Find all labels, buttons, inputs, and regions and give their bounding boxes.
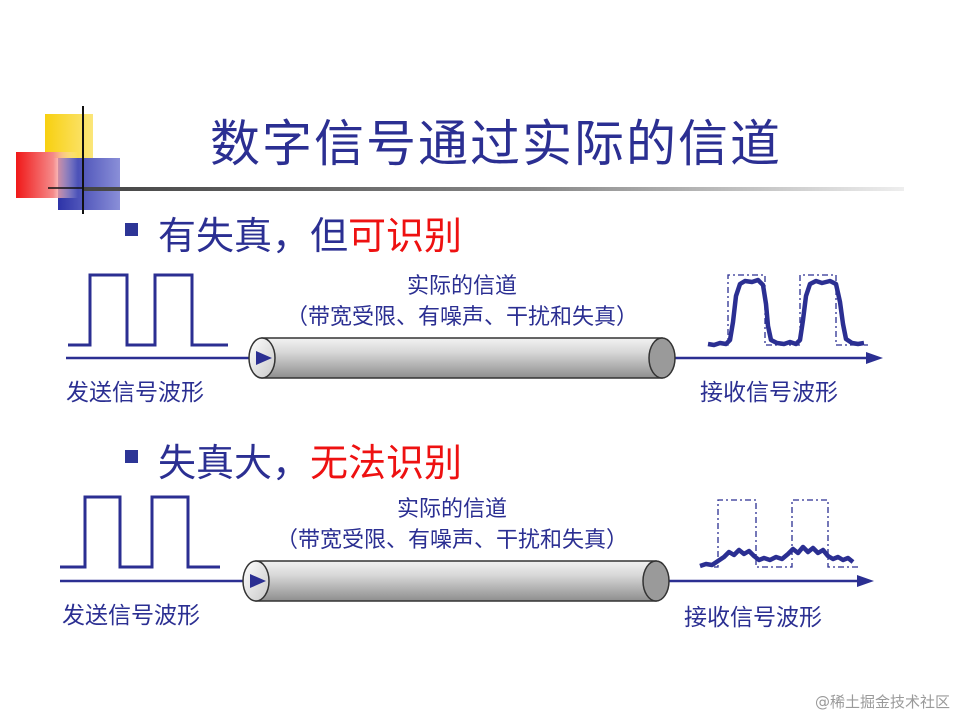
bullet-distorted-recognizable: 有失真，但可识别 (158, 205, 462, 260)
bullet-marker (125, 223, 138, 236)
received-waveform (707, 277, 865, 348)
bullet-marker (125, 450, 138, 463)
channel-subtitle: （带宽受限、有噪声、干扰和失真） (285, 305, 638, 330)
receive-signal-label: 接收信号波形 (700, 380, 838, 406)
channel-pipe (261, 337, 663, 379)
send-signal-label: 发送信号波形 (66, 380, 204, 406)
diagram-1 (66, 273, 883, 379)
title-underline (84, 187, 904, 191)
send-waveform (68, 273, 228, 347)
bullet-distorted-unrecognizable: 失真大，无法识别 (158, 432, 462, 487)
channel-title: 实际的信道 (406, 274, 517, 299)
received-waveform (699, 544, 855, 569)
watermark: @稀土掘金技术社区 (814, 693, 950, 711)
pipe-end-cap (648, 337, 676, 379)
channel-title: 实际的信道 (396, 497, 507, 522)
channel-subtitle: （带宽受限、有噪声、干扰和失真） (275, 528, 628, 553)
slide-title: 数字信号通过实际的信道 (210, 115, 782, 173)
bullet-highlight-text: 无法识别 (310, 441, 463, 485)
bullet-main-text: 有失真，但 (158, 214, 349, 258)
bullet-main-text: 失真大， (158, 441, 311, 485)
send-waveform (60, 495, 220, 569)
pipe-end-cap (642, 560, 670, 602)
bullet-highlight-text: 可识别 (348, 214, 463, 258)
axis-arrowhead (857, 575, 874, 587)
pipe-entry-arrow (256, 351, 272, 365)
channel-pipe (255, 560, 657, 602)
axis-arrowhead (866, 352, 883, 364)
reference-pulses (714, 499, 860, 568)
diagram-2 (60, 495, 874, 602)
receive-signal-label: 接收信号波形 (684, 605, 822, 631)
pipe-entry-arrow (250, 574, 266, 588)
decorative-logo (16, 106, 130, 214)
send-signal-label: 发送信号波形 (62, 603, 200, 629)
